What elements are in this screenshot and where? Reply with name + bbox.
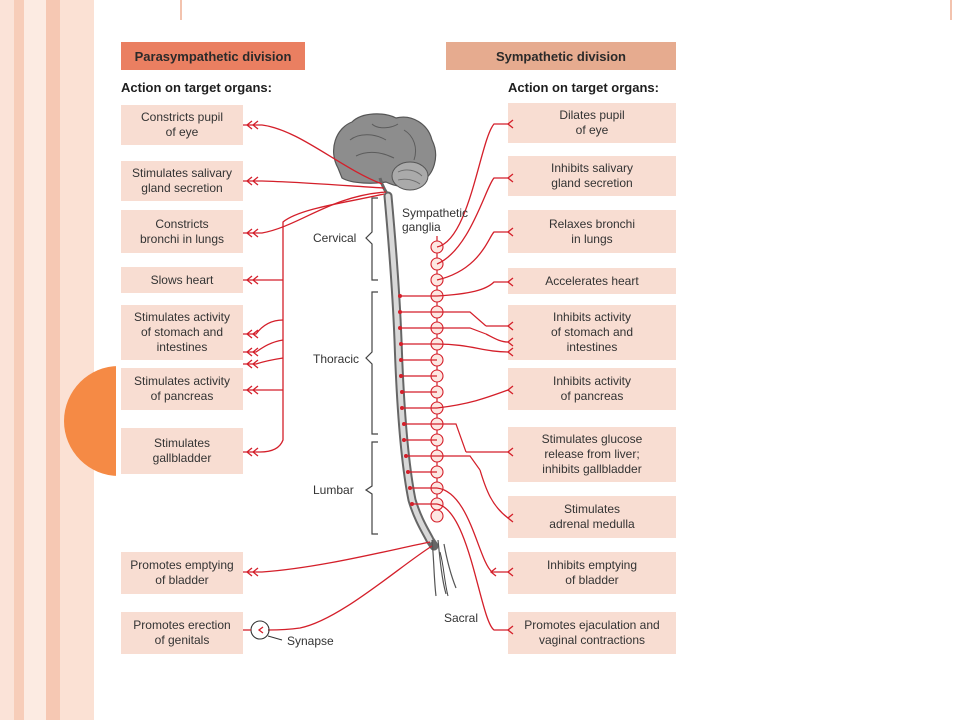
symp-target-liver: Stimulates glucose release from liver; i… bbox=[508, 427, 676, 482]
para-target-pancreas: Stimulates activity of pancreas bbox=[121, 368, 243, 410]
label-lumbar: Lumbar bbox=[313, 483, 354, 497]
background-stripe bbox=[46, 0, 60, 720]
sympathetic-subtitle: Action on target organs: bbox=[508, 80, 659, 95]
symp-target-adrenal: Stimulates adrenal medulla bbox=[508, 496, 676, 538]
symp-target-heart: Accelerates heart bbox=[508, 268, 676, 294]
parasympathetic-subtitle: Action on target organs: bbox=[121, 80, 272, 95]
label-synapse: Synapse bbox=[287, 634, 334, 648]
background-stripe bbox=[14, 0, 24, 720]
para-target-genitals: Promotes erection of genitals bbox=[121, 612, 243, 654]
parasympathetic-header: Parasympathetic division bbox=[121, 42, 305, 70]
symp-target-genitals: Promotes ejaculation and vaginal contrac… bbox=[508, 612, 676, 654]
sympathetic-header: Sympathetic division bbox=[446, 42, 676, 70]
symp-target-bladder: Inhibits emptying of bladder bbox=[508, 552, 676, 594]
cauda-equina bbox=[431, 539, 457, 597]
symp-target-pupil: Dilates pupil of eye bbox=[508, 103, 676, 143]
symp-target-pancreas: Inhibits activity of pancreas bbox=[508, 368, 676, 410]
para-target-bronchi: Constricts bronchi in lungs bbox=[121, 210, 243, 253]
background-stripe bbox=[24, 0, 46, 720]
symp-arrowheads bbox=[489, 119, 514, 635]
sympathetic-nerves bbox=[436, 123, 509, 631]
label-sacral: Sacral bbox=[444, 611, 479, 625]
label-thoracic: Thoracic bbox=[313, 352, 360, 366]
para-target-pupil: Constricts pupil of eye bbox=[121, 105, 243, 145]
background-stripe bbox=[60, 0, 94, 720]
symp-target-salivary: Inhibits salivary gland secretion bbox=[508, 156, 676, 196]
para-target-salivary: Stimulates salivary gland secretion bbox=[121, 161, 243, 201]
brain-icon bbox=[333, 113, 437, 199]
para-arrowheads bbox=[245, 120, 259, 577]
para-target-heart: Slows heart bbox=[121, 267, 243, 293]
label-sympathetic-ganglia: Sympathetic ganglia bbox=[402, 206, 469, 234]
symp-target-bronchi: Relaxes bronchi in lungs bbox=[508, 210, 676, 253]
background-stripe bbox=[0, 0, 14, 720]
label-cervical: Cervical bbox=[313, 231, 357, 245]
region-braces bbox=[364, 197, 449, 597]
para-target-gallbladder: Stimulates gallbladder bbox=[121, 428, 243, 474]
cord-dots bbox=[398, 294, 414, 506]
symp-target-stomach: Inhibits activity of stomach and intesti… bbox=[508, 305, 676, 360]
preganglionic-fibers bbox=[400, 295, 487, 505]
para-target-bladder: Promotes emptying of bladder bbox=[121, 552, 243, 594]
synapse-icon bbox=[243, 620, 283, 641]
para-target-stomach: Stimulates activity of stomach and intes… bbox=[121, 305, 243, 360]
parasympathetic-nerves bbox=[243, 124, 433, 631]
